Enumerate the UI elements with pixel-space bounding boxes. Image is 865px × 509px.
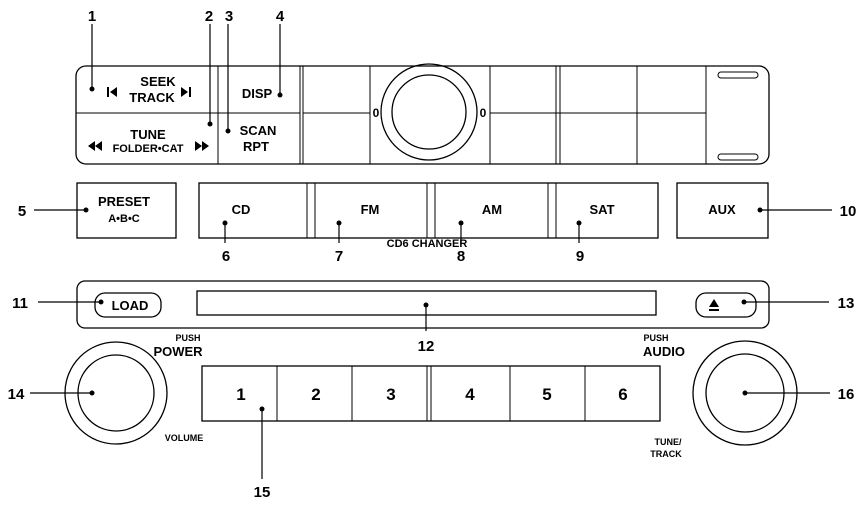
scan-rpt-button[interactable]: SCAN RPT: [240, 123, 277, 154]
tune-folder-cat-button[interactable]: TUNE FOLDER•CAT: [88, 127, 209, 155]
cd-label: CD: [232, 202, 251, 217]
preset-button-1[interactable]: 1: [236, 385, 245, 404]
callout-4: 4: [276, 8, 285, 25]
seek-track-button[interactable]: SEEK TRACK: [107, 74, 191, 105]
callout-13: 13: [838, 295, 855, 312]
disp-button[interactable]: DISP: [242, 86, 273, 101]
preset-abc-frame: [76, 182, 177, 239]
preset-button-6[interactable]: 6: [618, 385, 627, 404]
callout-1: 1: [88, 8, 96, 25]
sat-button[interactable]: SAT: [589, 202, 614, 217]
preset-label: PRESET: [98, 194, 150, 209]
aux-button[interactable]: AUX: [676, 182, 769, 239]
preset-3-label: 3: [386, 385, 395, 404]
fast-forward-icon: [195, 141, 209, 151]
callout-15: 15: [254, 484, 271, 501]
skip-forward-icon: [181, 87, 191, 97]
power-label: POWER: [153, 344, 203, 359]
fm-label: FM: [361, 202, 380, 217]
seek-label: SEEK: [140, 74, 176, 89]
am-label: AM: [482, 202, 502, 217]
dial-left-mark: 0: [373, 106, 380, 120]
tune-label: TUNE: [130, 127, 166, 142]
callout-3: 3: [225, 8, 233, 25]
cd-button[interactable]: CD: [232, 202, 251, 217]
rpt-label: RPT: [243, 139, 269, 154]
am-button[interactable]: AM: [482, 202, 502, 217]
callout-5: 5: [18, 203, 26, 220]
callout-6: 6: [222, 248, 230, 265]
callout-14: 14: [8, 386, 25, 403]
callout-leaders: [30, 24, 832, 479]
dial-right-mark: 0: [480, 106, 487, 120]
cd6-changer-label: CD6 CHANGER: [387, 238, 468, 250]
preset-1-label: 1: [236, 385, 245, 404]
audio-label: AUDIO: [643, 344, 685, 359]
disp-label: DISP: [242, 86, 273, 101]
vent-slot-top: [717, 71, 759, 79]
scan-label: SCAN: [240, 123, 277, 138]
callout-10: 10: [840, 203, 857, 220]
preset-2-label: 2: [311, 385, 320, 404]
center-dial[interactable]: 0 0: [373, 63, 487, 161]
audio-track-label: TRACK: [650, 449, 682, 459]
audio-tune-label: TUNE/: [655, 437, 682, 447]
callout-11: 11: [12, 295, 28, 312]
preset-abc-button[interactable]: PRESET A•B•C: [76, 182, 177, 239]
top-panel: [75, 65, 770, 165]
volume-label: VOLUME: [165, 433, 204, 443]
folder-cat-label: FOLDER•CAT: [113, 143, 184, 155]
dial-inner-ring: [391, 74, 467, 150]
preset-4-label: 4: [465, 385, 475, 404]
preset-button-4[interactable]: 4: [465, 385, 475, 404]
aux-label: AUX: [708, 202, 736, 217]
load-button[interactable]: LOAD: [94, 292, 162, 318]
eject-button[interactable]: [695, 292, 757, 318]
dial-outer-ring: [380, 63, 478, 161]
preset-button-3[interactable]: 3: [386, 385, 395, 404]
preset-button-5[interactable]: 5: [542, 385, 551, 404]
callout-8: 8: [457, 248, 465, 265]
load-button-frame: [94, 292, 162, 318]
eject-button-frame: [695, 292, 757, 318]
cd-slot-panel: [76, 280, 770, 329]
power-push-label: PUSH: [175, 333, 200, 343]
abc-label: A•B•C: [108, 213, 140, 225]
callout-9: 9: [576, 248, 584, 265]
preset-button-2[interactable]: 2: [311, 385, 320, 404]
callout-7: 7: [335, 248, 343, 265]
source-button-strip: [198, 182, 659, 239]
fm-button[interactable]: FM: [361, 202, 380, 217]
vent-slot-bottom: [717, 153, 759, 161]
callout-2: 2: [205, 8, 213, 25]
eject-icon: [709, 299, 719, 311]
preset-5-label: 5: [542, 385, 551, 404]
callout-12: 12: [418, 338, 435, 355]
sat-label: SAT: [589, 202, 614, 217]
preset-6-label: 6: [618, 385, 627, 404]
track-label: TRACK: [129, 90, 175, 105]
audio-push-label: PUSH: [643, 333, 668, 343]
callout-16: 16: [838, 386, 855, 403]
skip-back-icon: [107, 87, 117, 97]
load-label: LOAD: [112, 298, 149, 313]
rewind-icon: [88, 141, 102, 151]
